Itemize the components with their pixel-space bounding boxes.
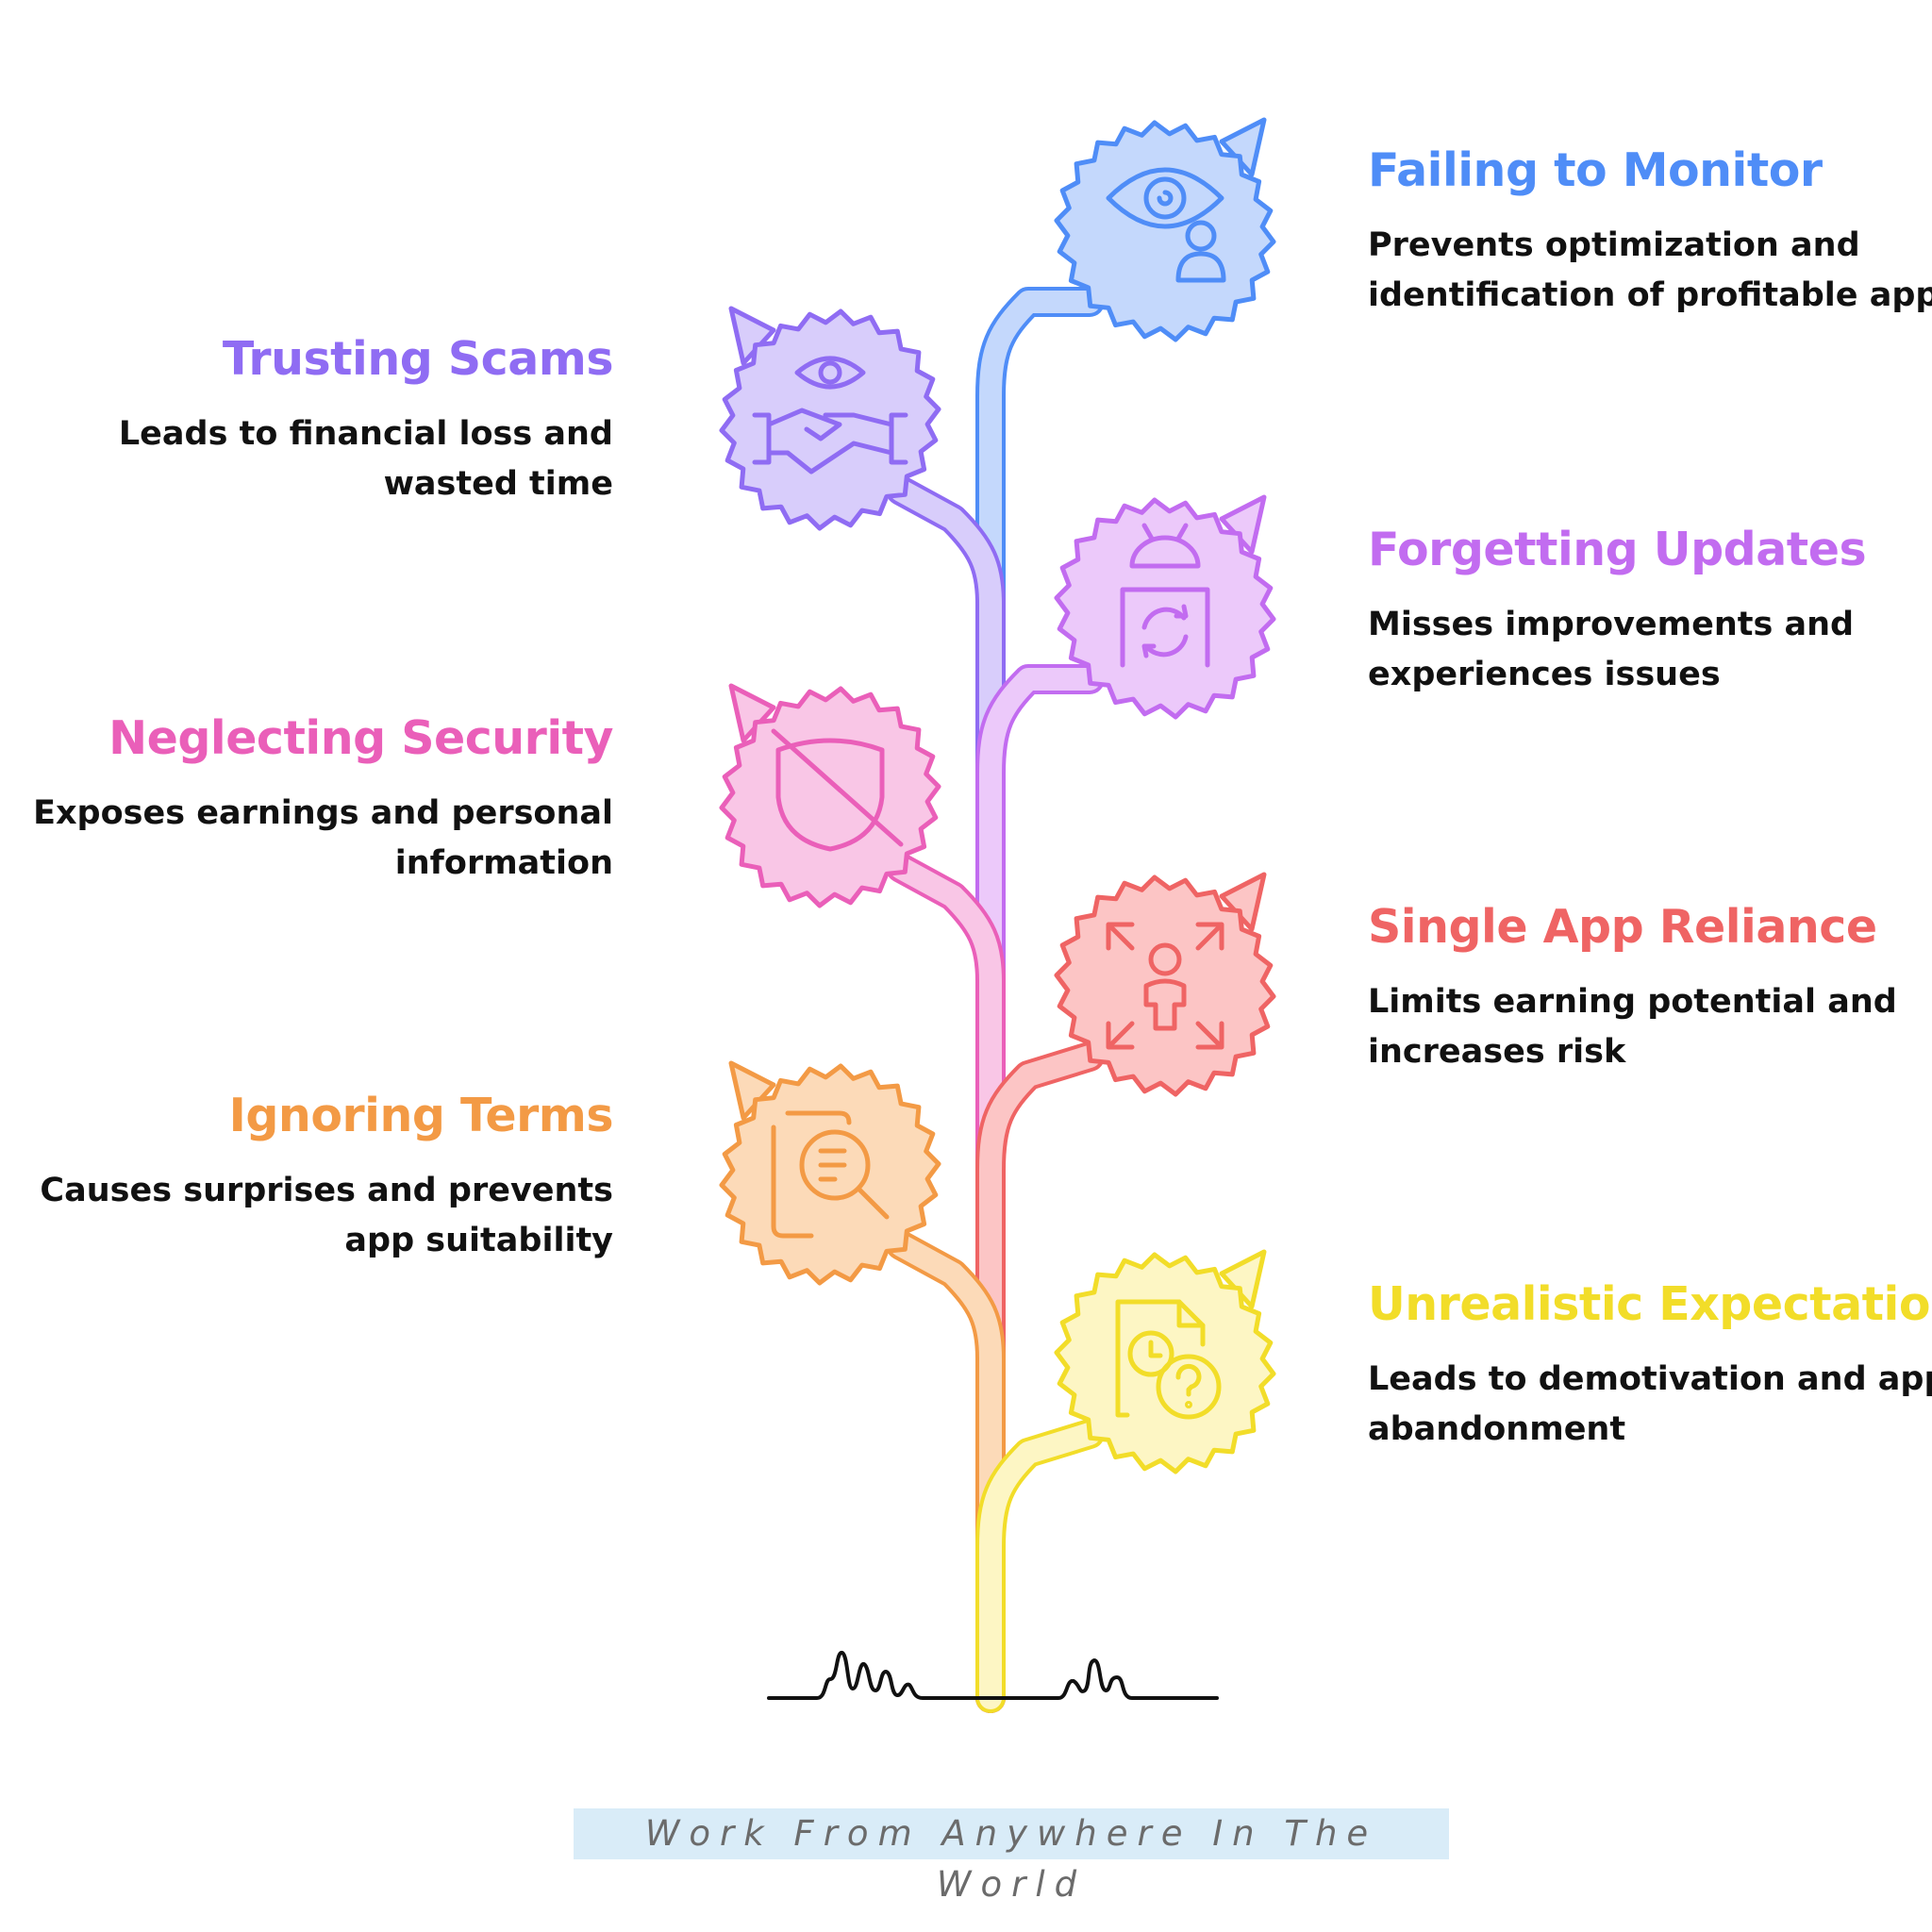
eye-handshake-icon (752, 356, 908, 475)
branch-fill (979, 291, 1101, 1709)
branch-fill (890, 857, 1002, 1709)
item-single-app-reliance: Single App Reliance Limits earning poten… (1368, 898, 1932, 1077)
branch-fill (979, 1423, 1101, 1709)
item-title: Forgetting Updates (1368, 523, 1867, 576)
item-title: Single App Reliance (1368, 900, 1877, 954)
footer-banner: Work From Anywhere In The World (574, 1808, 1449, 1905)
item-neglecting-security: Neglecting Security Exposes earnings and… (0, 709, 613, 889)
grass-ground (767, 1651, 1219, 1700)
item-description: Limits earning potential and increases r… (1368, 983, 1897, 1071)
branch-fill (979, 1045, 1101, 1709)
item-title: Unrealistic Expectations (1368, 1277, 1932, 1331)
item-unrealistic-expectations: Unrealistic Expectations Leads to demoti… (1368, 1275, 1932, 1455)
item-title: Ignoring Terms (228, 1089, 614, 1142)
item-title: Neglecting Security (108, 711, 613, 765)
item-forgetting-updates: Forgetting Updates Misses improvements a… (1368, 521, 1932, 700)
leaf (1054, 120, 1276, 342)
branch-fill (890, 1234, 1002, 1709)
item-description: Leads to financial loss and wasted time (118, 415, 613, 503)
android-refresh-icon (1120, 523, 1210, 668)
leaf (1054, 1252, 1276, 1474)
item-trusting-scams: Trusting Scams Leads to financial loss a… (0, 330, 614, 509)
item-title: Failing to Monitor (1368, 143, 1823, 197)
item-description: Misses improvements and experiences issu… (1368, 606, 1855, 693)
item-description: Prevents optimization and identification… (1368, 226, 1932, 314)
item-ignoring-terms: Ignoring Terms Causes surprises and prev… (0, 1087, 613, 1266)
item-failing-to-monitor: Failing to Monitor Prevents optimization… (1368, 142, 1932, 321)
leaf (1054, 874, 1276, 1097)
leaf (719, 1063, 941, 1286)
eye-user-icon (1106, 167, 1226, 283)
document-search-icon (771, 1110, 890, 1239)
shield-off-icon (771, 728, 904, 852)
item-description: Exposes earnings and personal informatio… (33, 794, 613, 882)
item-description: Causes surprises and prevents app suitab… (40, 1172, 613, 1259)
branch-fill (979, 668, 1101, 1709)
leaf (719, 686, 941, 908)
item-title: Trusting Scams (222, 332, 614, 386)
item-description: Leads to demotivation and app abandonmen… (1368, 1360, 1932, 1448)
document-clock-question-icon (1115, 1299, 1222, 1420)
branch-fill (890, 479, 1002, 1709)
person-expand-icon (1106, 922, 1224, 1050)
